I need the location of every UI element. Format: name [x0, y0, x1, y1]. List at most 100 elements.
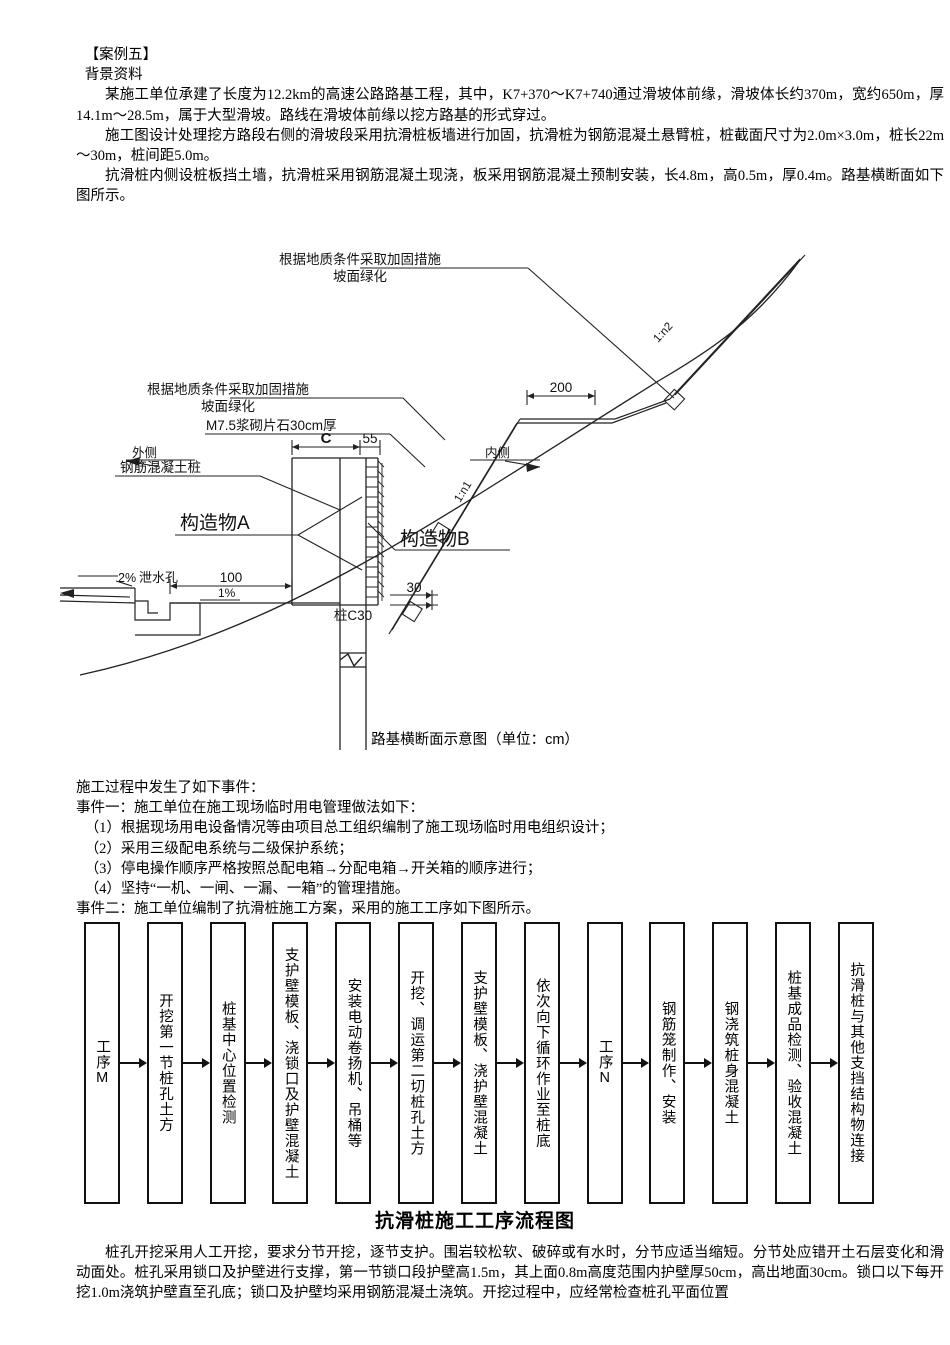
- flow-box-label: 抗滑桩与其他支挡结构物连接: [848, 962, 865, 1164]
- flow-arrow-2: [183, 1057, 210, 1069]
- backfill-hatch: [377, 460, 385, 601]
- weep-hole-outline: [135, 600, 158, 614]
- lower-slope-inner: [388, 422, 518, 635]
- flow-box-2: 开挖第一节桩孔土方: [146, 922, 183, 1204]
- dim-200-label: 200: [550, 380, 573, 395]
- flow-box-6: 开挖、调运第二切桩孔土方: [398, 922, 435, 1204]
- weep-hole-label: 泄水孔: [139, 570, 178, 585]
- flow-box-label: 钢筋笼制作、安装: [659, 1001, 676, 1125]
- flow-box-label: 支护壁模板、浇护壁混凝土: [471, 970, 488, 1156]
- event-two-heading: 事件二：施工单位编制了抗滑桩施工方案，采用的施工工序如下图所示。: [76, 901, 540, 918]
- background-heading: 背景资料: [84, 67, 143, 84]
- flow-box-label: 钢浇筑桩身混凝土: [722, 1001, 739, 1125]
- precast-plank-stack: [366, 466, 378, 598]
- upper-note-leader: [527, 267, 675, 399]
- flow-box-13: 抗滑桩与其他支挡结构物连接: [837, 922, 874, 1204]
- drawing-caption: 路基横断面示意图（单位：cm）: [371, 732, 579, 748]
- flow-box-12: 桩基成品检测、验收混凝土: [775, 922, 812, 1204]
- flow-box-label: 桩基中心位置检测: [219, 1001, 236, 1125]
- background-section: 【案例五】 背景资料 某施工单位承建了长度为12.2km的高速公路路基工程，其中…: [76, 45, 944, 207]
- flow-box-label: 开挖、调运第二切桩孔土方: [408, 970, 425, 1156]
- flow-box-5: 安装电动卷扬机、吊桶等: [335, 922, 372, 1204]
- flow-arrow-10: [685, 1057, 712, 1069]
- structure-a-leader-1: [297, 496, 363, 536]
- pile-break-zigzag: [339, 652, 363, 668]
- structure-b-leader: [367, 522, 396, 551]
- flow-arrow-5: [371, 1057, 398, 1069]
- berm-top-inner: [611, 402, 667, 424]
- flow-box-label: 依次向下循环作业至桩底: [533, 977, 550, 1149]
- structure-a-leader-2: [297, 534, 363, 571]
- flow-box-label: 工序N: [596, 1039, 613, 1087]
- roadbed-arrow: [60, 589, 74, 598]
- roadbed-line3: [60, 600, 136, 604]
- dim-55-label: 55: [362, 431, 377, 446]
- flow-arrow-12: [811, 1057, 838, 1069]
- cross-section-drawing: 根据地质条件采取加固措施 坡面绿化 根据地质条件采取加固措施 坡面绿化 M7.5…: [60, 205, 890, 750]
- flow-box-9: 工序N: [586, 922, 623, 1204]
- dim-200-ticks: [526, 390, 596, 405]
- dim-100-label: 100: [220, 570, 243, 585]
- flow-box-8: 依次向下循环作业至桩底: [523, 922, 560, 1204]
- flow-box-1: 工序M: [84, 922, 120, 1204]
- ditch-outline: [134, 588, 201, 636]
- lower-slope-marker-a: [429, 521, 451, 544]
- events-section: 施工过程中发生了如下事件： 事件一：施工单位在施工现场临时用电管理做法如下： （…: [76, 778, 944, 919]
- outer-side-arrowhead: [126, 457, 140, 466]
- outer-side-label: 外侧: [132, 446, 157, 460]
- inner-side-label: 内侧: [485, 446, 510, 460]
- rc-pile-label: 钢筋混凝土桩: [120, 459, 201, 475]
- structure-b-label: 构造物B: [400, 528, 470, 550]
- flow-box-label: 开挖第一节桩孔土方: [156, 993, 173, 1133]
- flow-box-7: 支护壁模板、浇护壁混凝土: [460, 922, 497, 1204]
- background-para-1: 某施工单位承建了长度为12.2km的高速公路路基工程，其中，K7+370～K7+…: [76, 87, 944, 124]
- dim-C-label: C: [321, 430, 332, 447]
- upper-reinforce-label-line1: 根据地质条件采取加固措施: [279, 251, 441, 267]
- upper-slope-outer: [674, 254, 806, 396]
- upper-reinforce-label-line2: 坡面绿化: [333, 269, 387, 284]
- flow-arrow-4: [308, 1057, 335, 1069]
- flow-box-label: 桩基成品检测、验收混凝土: [785, 970, 802, 1156]
- flow-arrow-7: [497, 1057, 524, 1069]
- construction-process-flowchart: 工序M 开挖第一节桩孔土方 桩基中心位置检测 支护壁模板、浇锁口及护壁混凝土 安…: [84, 922, 874, 1204]
- flow-box-4: 支护壁模板、浇锁口及护壁混凝土: [272, 922, 309, 1204]
- structure-a-label: 构造物A: [180, 512, 250, 534]
- case-title: 【案例五】: [84, 47, 158, 63]
- lower-note-leader: [402, 397, 446, 441]
- flow-arrow-11: [748, 1057, 775, 1069]
- berm-top-outer: [614, 398, 671, 420]
- flow-box-11: 钢浇筑桩身混凝土: [712, 922, 749, 1204]
- rc-pile-leader: [259, 475, 341, 511]
- flow-box-label: 工序M: [94, 1039, 111, 1087]
- upper-slope-inner: [669, 258, 801, 400]
- event-one-item-3: （3）停电操作顺序严格按照总配电箱→分配电箱→开关箱的顺序进行；: [84, 860, 542, 877]
- slope-lower-label: 1:n1: [452, 479, 474, 504]
- slope-2pct-label: 2%: [118, 571, 136, 585]
- flow-box-label: 支护壁模板、浇锁口及护壁混凝土: [282, 946, 299, 1180]
- lower-reinforce-label-line1: 根据地质条件采取加固措施: [147, 381, 309, 397]
- background-para-3: 抗滑桩内侧设桩板挡土墙，抗滑桩采用钢筋混凝土现浇，板采用钢筋混凝土预制安装，长4…: [76, 168, 944, 205]
- mortar-rubble-label: M7.5浆砌片石30cm厚: [206, 418, 337, 433]
- events-intro: 施工过程中发生了如下事件：: [76, 780, 265, 796]
- event-one-heading: 事件一：施工单位在施工现场临时用电管理做法如下：: [76, 800, 424, 817]
- closing-section: 桩孔开挖采用人工开挖，要求分节开挖，逐节支护。围岩较松软、破碎或有水时，分节应适…: [76, 1243, 944, 1304]
- event-one-item-1: （1）根据现场用电设备情况等由项目总工组织编制了施工现场临时用电组织设计；: [84, 820, 614, 837]
- slope-1pct-label: 1%: [218, 586, 236, 600]
- flow-arrow-6: [434, 1057, 461, 1069]
- slope-upper-label: 1:n2: [651, 320, 675, 345]
- ground-surface-line: [79, 259, 801, 676]
- flow-arrow-8: [560, 1057, 587, 1069]
- mortar-note-leader: [389, 433, 426, 468]
- flow-arrow-3: [246, 1057, 273, 1069]
- flow-box-10: 钢筋笼制作、安装: [649, 922, 686, 1204]
- background-para-2: 施工图设计处理挖方路段右侧的滑坡段采用抗滑桩板墙进行加固，抗滑桩为钢筋混凝土悬臂…: [76, 127, 944, 165]
- event-one-item-2: （2）采用三级配电系统与二级保护系统；: [84, 840, 353, 857]
- closing-paragraph: 桩孔开挖采用人工开挖，要求分节开挖，逐节支护。围岩较松软、破碎或有水时，分节应适…: [76, 1245, 944, 1302]
- flow-box-label: 安装电动卷扬机、吊桶等: [345, 977, 362, 1149]
- flow-box-3: 桩基中心位置检测: [209, 922, 246, 1204]
- dim-30-label: 30: [406, 580, 421, 595]
- flow-arrow-1: [120, 1057, 147, 1069]
- inner-side-arrowhead: [526, 463, 540, 472]
- event-one-item-4: （4）坚持“一机、一闸、一漏、一箱”的管理措施。: [84, 881, 410, 898]
